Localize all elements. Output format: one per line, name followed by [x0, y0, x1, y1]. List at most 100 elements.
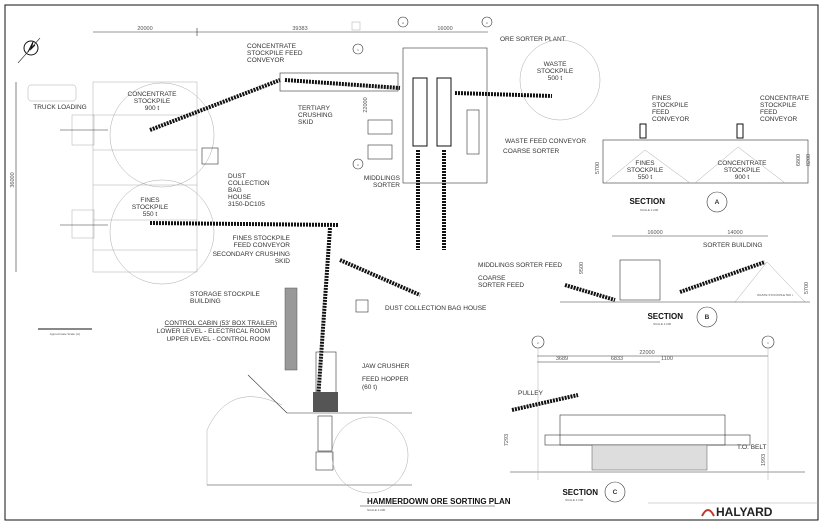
- svg-text:(60 t): (60 t): [362, 384, 377, 391]
- svg-text:CONVEYOR: CONVEYOR: [652, 116, 690, 123]
- svg-text:FINES: FINES: [635, 160, 655, 167]
- label-storage-building: STORAGE STOCKPILE BUILDING: [190, 291, 261, 305]
- svg-text:COLLECTION: COLLECTION: [228, 180, 270, 187]
- label-waste-stockpile: WASTE STOCKPILE 500 t: [537, 61, 574, 82]
- label-fines-stockpile: FINES STOCKPILE 550 t: [132, 197, 169, 218]
- svg-text:550 t: 550 t: [638, 174, 653, 181]
- svg-text:STOCKPILE: STOCKPILE: [652, 102, 689, 109]
- svg-text:CONCENTRATE: CONCENTRATE: [718, 160, 768, 167]
- label-waste-feed-conveyor: WASTE FEED CONVEYOR: [505, 138, 586, 145]
- control-cabin: [284, 287, 298, 371]
- svg-text:SECONDARY CRUSHING: SECONDARY CRUSHING: [213, 251, 290, 258]
- main-feed-conveyor: [316, 227, 332, 401]
- svg-text:T.O. BELT: T.O. BELT: [737, 444, 767, 451]
- svg-text:FEED CONVEYOR: FEED CONVEYOR: [234, 242, 291, 249]
- svg-text:Approximate Scale (m): Approximate Scale (m): [50, 332, 81, 336]
- svg-text:CRUSHING: CRUSHING: [298, 112, 333, 119]
- section-b: 16000 14000 SORTER BUILDING 9500 5700 WA…: [560, 230, 810, 328]
- svg-text:3150-DC105: 3150-DC105: [228, 201, 265, 208]
- label-concentrate-feed-conveyor: CONCENTRATE STOCKPILE FEED CONVEYOR: [247, 43, 303, 64]
- svg-text:HOUSE: HOUSE: [228, 194, 252, 201]
- svg-text:A: A: [715, 199, 720, 206]
- svg-text:TERTIARY: TERTIARY: [298, 105, 331, 112]
- svg-text:1993: 1993: [761, 454, 767, 466]
- svg-text:14000: 14000: [727, 230, 742, 236]
- svg-text:8200: 8200: [806, 154, 812, 166]
- svg-text:SCALE 1:200: SCALE 1:200: [640, 208, 659, 212]
- svg-text:CONCENTRATE: CONCENTRATE: [760, 95, 810, 102]
- svg-text:A: A: [402, 21, 404, 25]
- ore-sorter-plant: [367, 47, 488, 184]
- svg-text:3689: 3689: [556, 356, 568, 362]
- svg-text:SCALE 1:200: SCALE 1:200: [653, 322, 672, 326]
- svg-text:STOCKPILE: STOCKPILE: [627, 167, 664, 174]
- svg-text:STOCKPILE: STOCKPILE: [537, 68, 574, 75]
- svg-text:B: B: [705, 314, 710, 321]
- svg-text:STOCKPILE: STOCKPILE: [134, 98, 171, 105]
- grid-bubble-1: [352, 43, 364, 55]
- svg-text:1100: 1100: [661, 356, 673, 362]
- label-dust-collection-bag-house: DUST COLLECTION BAG HOUSE: [385, 305, 487, 312]
- svg-text:2: 2: [537, 341, 539, 345]
- svg-text:7293: 7293: [504, 434, 510, 446]
- svg-text:DUST: DUST: [228, 173, 246, 180]
- svg-text:CONVEYOR: CONVEYOR: [247, 57, 285, 64]
- waste-stockpile: [519, 39, 601, 121]
- svg-text:6833: 6833: [611, 356, 623, 362]
- svg-text:WASTE STOCKPILE 500 t: WASTE STOCKPILE 500 t: [757, 293, 793, 297]
- label-control-cabin: CONTROL CABIN (53' BOX TRAILER) LOWER LE…: [157, 320, 277, 343]
- svg-text:5700: 5700: [804, 282, 810, 294]
- svg-text:FINES: FINES: [652, 95, 672, 102]
- svg-text:1: 1: [767, 341, 769, 345]
- svg-text:C: C: [486, 21, 489, 25]
- svg-text:900 t: 900 t: [145, 105, 160, 112]
- svg-text:FINES: FINES: [140, 197, 160, 204]
- svg-text:HALYARD: HALYARD: [716, 505, 773, 519]
- svg-text:STOCKPILE: STOCKPILE: [724, 167, 761, 174]
- svg-text:BUILDING: BUILDING: [190, 298, 221, 305]
- dim-22000: 22000: [363, 97, 369, 112]
- svg-text:FEED HOPPER: FEED HOPPER: [362, 376, 409, 383]
- label-truck-loading: TRUCK LOADING: [33, 104, 86, 111]
- svg-text:SORTER BUILDING: SORTER BUILDING: [703, 242, 762, 249]
- concentrate-stockpile: [109, 82, 215, 188]
- dust-collection-bag-house: [355, 299, 369, 313]
- coarse-sorter: [436, 77, 452, 147]
- svg-text:SKID: SKID: [298, 119, 313, 126]
- label-middlings-sorter-feed: MIDDLINGS SORTER FEED: [478, 262, 562, 269]
- dump-pocket: [206, 374, 412, 494]
- svg-text:SECTION: SECTION: [562, 488, 598, 497]
- svg-text:1: 1: [357, 48, 359, 52]
- label-fines-feed-conveyor: FINES STOCKPILE FEED CONVEYOR: [233, 235, 291, 249]
- top-dimensions: 20000 39383 16000 36000 22000: [10, 26, 488, 272]
- fines-stockpile: [109, 179, 215, 285]
- svg-text:LOWER LEVEL - ELECTRICAL ROOM: LOWER LEVEL - ELECTRICAL ROOM: [157, 328, 270, 335]
- plan-title: HAMMERDOWN ORE SORTING PLAN SCALE 1:200: [360, 497, 511, 512]
- scale-bar: Approximate Scale (m): [38, 328, 92, 336]
- svg-text:SKID: SKID: [275, 258, 290, 265]
- svg-text:PULLEY: PULLEY: [518, 390, 544, 397]
- label-dust-collection: DUST COLLECTION BAG HOUSE 3150-DC105: [228, 173, 270, 208]
- svg-text:FINES STOCKPILE: FINES STOCKPILE: [233, 235, 291, 242]
- halyard-logo: HALYARD: [648, 502, 818, 519]
- svg-text:STOCKPILE: STOCKPILE: [132, 204, 169, 211]
- svg-text:SECTION: SECTION: [629, 197, 665, 206]
- svg-text:16000: 16000: [647, 230, 662, 236]
- concentrate-feed-conveyor: [149, 78, 281, 132]
- feed-hopper: [313, 392, 338, 412]
- svg-text:SORTER FEED: SORTER FEED: [478, 282, 524, 289]
- truck: [27, 84, 77, 102]
- svg-text:STORAGE STOCKPILE: STORAGE STOCKPILE: [190, 291, 261, 298]
- svg-text:550 t: 550 t: [143, 211, 158, 218]
- svg-text:COARSE: COARSE: [478, 275, 506, 282]
- label-coarse-sorter-feed: COARSE SORTER FEED: [478, 275, 524, 289]
- svg-text:UPPER LEVEL - CONTROL ROOM: UPPER LEVEL - CONTROL ROOM: [166, 336, 270, 343]
- svg-text:CONVEYOR: CONVEYOR: [760, 116, 798, 123]
- label-coarse-sorter: COARSE SORTER: [503, 148, 560, 155]
- dust-collector: [201, 147, 219, 165]
- label-jaw-crusher: JAW CRUSHER: [362, 363, 410, 370]
- label-tertiary-crushing-skid: TERTIARY CRUSHING SKID: [298, 105, 333, 126]
- svg-text:MIDDLINGS: MIDDLINGS: [364, 175, 401, 182]
